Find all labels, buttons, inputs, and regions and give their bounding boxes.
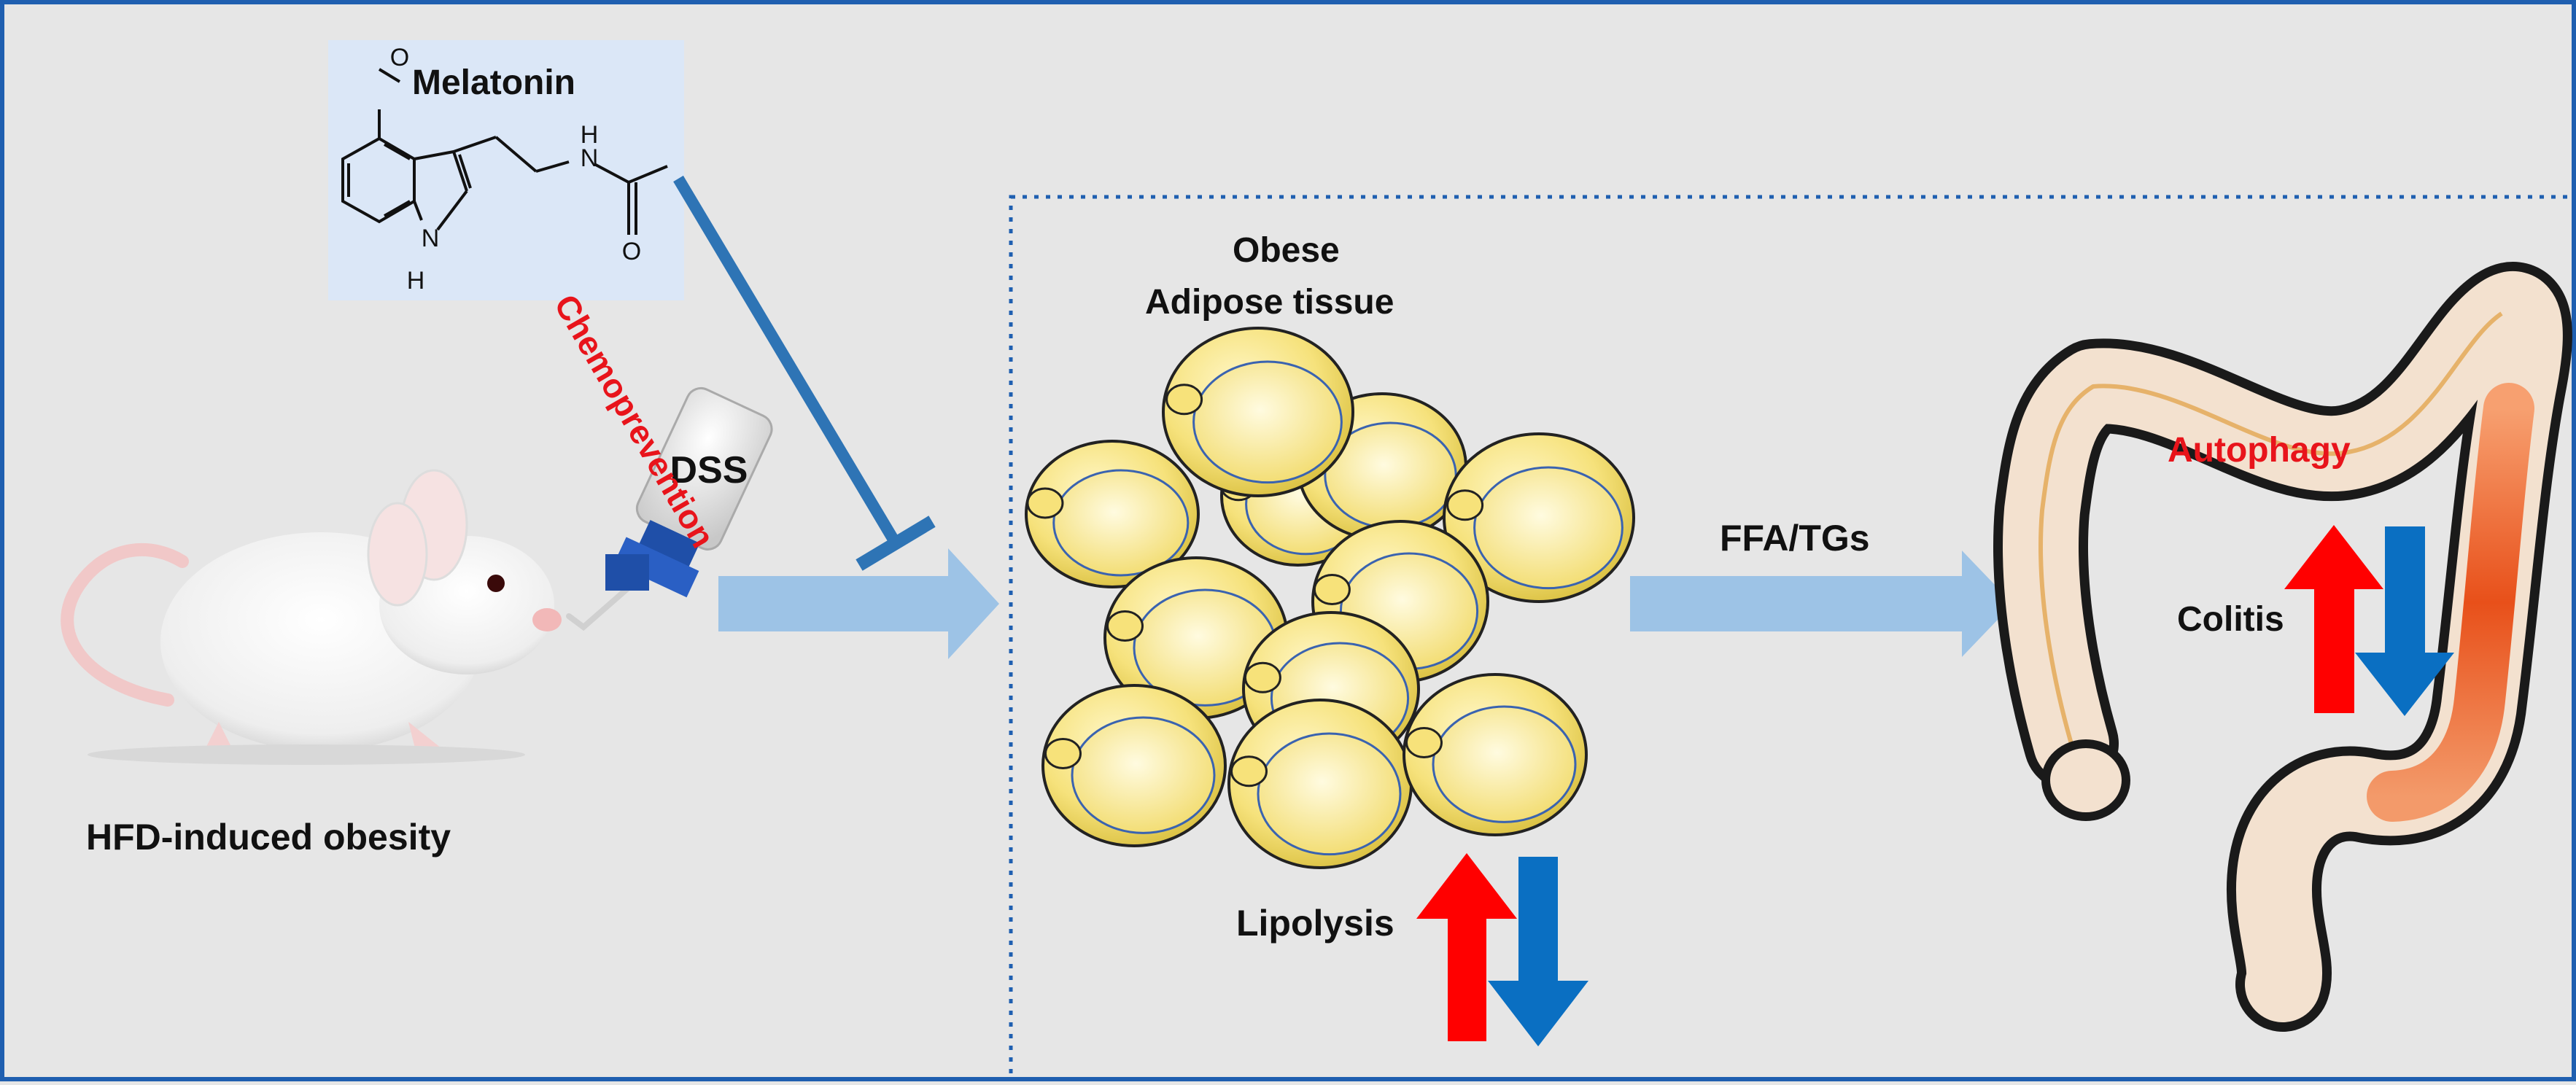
inhibition-bar bbox=[856, 516, 936, 571]
mouse-image bbox=[61, 469, 562, 765]
adipose-cluster bbox=[1025, 327, 1635, 869]
cell-nucleus bbox=[1230, 755, 1268, 788]
adipose-title-line1: Obese bbox=[1233, 231, 1340, 270]
lipid-droplet bbox=[1432, 705, 1577, 823]
amide-n-label: N bbox=[581, 144, 599, 172]
inhibition-line bbox=[673, 175, 901, 547]
lipid-droplet bbox=[1473, 466, 1623, 590]
cell-nucleus bbox=[1165, 384, 1203, 416]
model-caption: HFD-induced obesity bbox=[86, 817, 451, 858]
indole-h-label: H bbox=[407, 267, 425, 295]
dss-label: DSS bbox=[670, 449, 748, 491]
lipid-droplet bbox=[1257, 732, 1402, 856]
lipid-droplet bbox=[1071, 716, 1216, 834]
colitis-increase-arrow bbox=[2284, 525, 2383, 713]
melatonin-structure bbox=[341, 68, 668, 235]
colitis-decrease-arrow bbox=[2355, 526, 2454, 716]
lipid-droplet bbox=[1052, 469, 1190, 577]
colitis-label: Colitis bbox=[2177, 600, 2284, 639]
colon-image bbox=[1993, 262, 2572, 1032]
indole-n-label: N bbox=[422, 225, 440, 252]
flow-arrow-1 bbox=[718, 548, 999, 659]
cell-nucleus bbox=[1244, 661, 1281, 693]
adipose-title-line2: Adipose tissue bbox=[1145, 283, 1394, 322]
autophagy-label: Autophagy bbox=[2168, 431, 2351, 470]
lipid-droplet bbox=[1192, 360, 1343, 484]
cell-nucleus bbox=[1044, 738, 1082, 769]
cell-nucleus bbox=[1026, 487, 1064, 519]
amide-h-label: H bbox=[581, 121, 599, 149]
flow-arrow-2 bbox=[1630, 551, 2013, 657]
cell-nucleus bbox=[1405, 727, 1443, 758]
lipolysis-decrease-arrow bbox=[1488, 857, 1588, 1046]
cell-nucleus bbox=[1446, 489, 1484, 521]
carbonyl-o-label: O bbox=[622, 238, 641, 265]
lipolysis-increase-arrow bbox=[1416, 853, 1517, 1041]
cell-nucleus bbox=[1106, 610, 1144, 642]
metabolites-label: FFA/TGs bbox=[1720, 518, 1870, 559]
lipolysis-label: Lipolysis bbox=[1236, 903, 1394, 944]
melatonin-panel bbox=[328, 40, 684, 300]
dss-bottle bbox=[566, 386, 773, 631]
methoxy-o-label: O bbox=[390, 44, 409, 71]
melatonin-title: Melatonin bbox=[412, 63, 575, 102]
cell-nucleus bbox=[1313, 574, 1351, 605]
